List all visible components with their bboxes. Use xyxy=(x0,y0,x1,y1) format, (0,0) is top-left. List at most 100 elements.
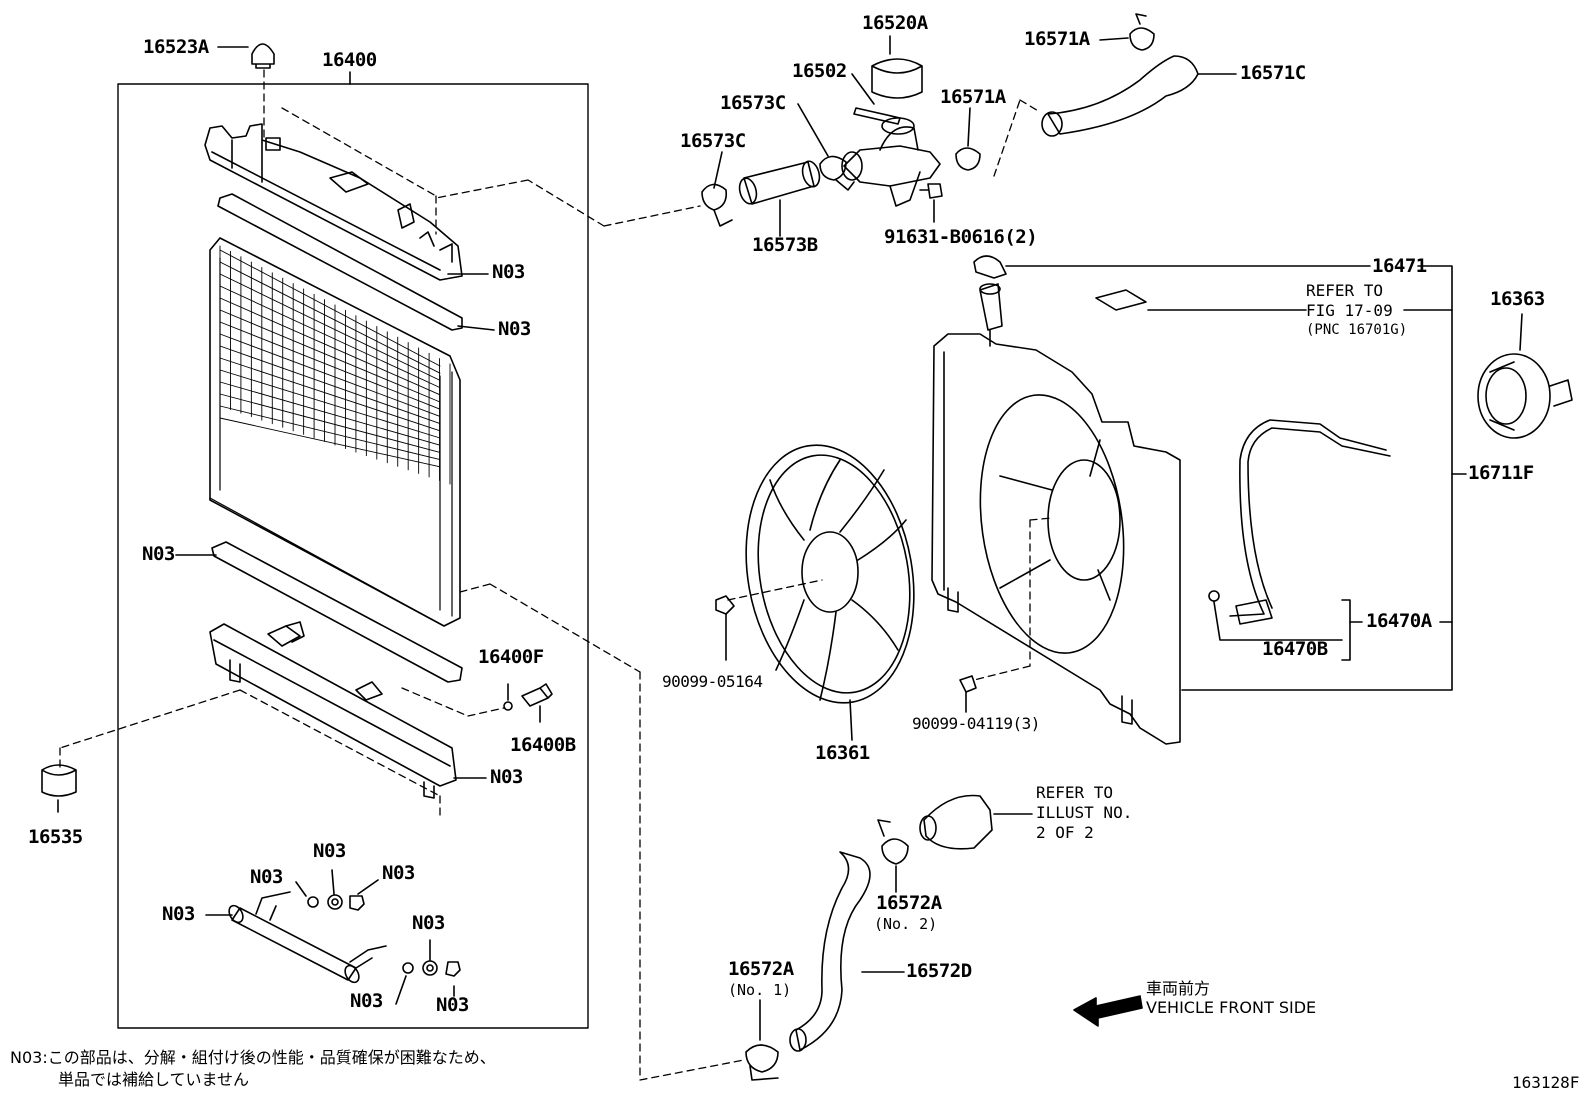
label-16361: 16361 xyxy=(815,742,870,764)
figure-id: 163128F xyxy=(1512,1073,1580,1092)
label-16502: 16502 xyxy=(792,60,847,82)
label-n03-pipe: N03 xyxy=(162,903,195,925)
label-16572A-no1: 16572A xyxy=(728,958,794,980)
fan-16361 xyxy=(745,444,915,704)
radiator-lower-tank xyxy=(209,621,457,799)
washer-3 xyxy=(402,962,414,974)
footnote-line2: 単品では補給していません xyxy=(58,1070,250,1089)
refer-fig-line3: (PNC 16701G) xyxy=(1306,322,1408,338)
label-n03-washer-top: N03 xyxy=(313,840,346,862)
label-16470A: 16470A xyxy=(1366,610,1432,632)
refer-illust-line2: ILLUST NO. xyxy=(1036,803,1133,822)
gasket-lower xyxy=(211,541,463,683)
label-16470B: 16470B xyxy=(1262,638,1328,660)
clamp-16572A-2 xyxy=(877,819,909,865)
label-n03-nut: N03 xyxy=(382,862,415,884)
bolt-91631 xyxy=(919,183,943,199)
fin-line xyxy=(219,405,441,461)
bracket-16711F xyxy=(1181,265,1453,691)
label-16711F: 16711F xyxy=(1468,462,1534,484)
label-n03-washer-bottom: N03 xyxy=(350,990,383,1012)
label-plate xyxy=(1095,289,1147,311)
label-n03-upper-tank: N03 xyxy=(492,261,525,283)
fin-line xyxy=(219,321,441,410)
label-16400B: 16400B xyxy=(510,734,576,756)
label-16363: 16363 xyxy=(1490,288,1545,310)
label-16471: 16471 xyxy=(1372,255,1427,277)
clamp-16573C-2 xyxy=(819,155,855,191)
cap-16523A xyxy=(251,43,275,69)
hose-16571C xyxy=(1047,55,1199,135)
label-n03-washer-left: N03 xyxy=(250,866,283,888)
fin-line xyxy=(219,381,441,446)
sublabel-no1: (No. 1) xyxy=(728,981,792,999)
washer-4 xyxy=(422,960,438,976)
footnote-line1: N03:この部品は、分解・組付け後の性能・品質確保が困難なため、 xyxy=(10,1048,496,1067)
sublabel-no2: (No. 2) xyxy=(874,915,938,933)
clamp-16572A-1 xyxy=(745,1044,779,1081)
label-16573C-left: 16573C xyxy=(680,130,746,152)
refer-illust-line1: REFER TO xyxy=(1036,783,1114,802)
washer-2 xyxy=(327,894,343,910)
fin-line xyxy=(219,357,441,432)
radiator-assembly-frame xyxy=(117,83,589,1029)
fin-line xyxy=(219,249,441,367)
fin-line xyxy=(219,393,441,453)
wire-harness-16470A xyxy=(1208,419,1391,641)
radiator-upper-tank xyxy=(204,123,463,281)
hose-16572D xyxy=(795,851,871,1051)
fin-line xyxy=(219,297,441,396)
label-16573C-top: 16573C xyxy=(720,92,786,114)
clamp-16573C-1 xyxy=(701,183,733,227)
gasket-upper xyxy=(217,193,463,331)
label-16572D: 16572D xyxy=(906,960,972,982)
screw-90099-04119 xyxy=(959,675,977,693)
label-16571A-middle: 16571A xyxy=(940,86,1006,108)
refer-fig-line1: REFER TO xyxy=(1306,281,1384,300)
washer-1 xyxy=(307,896,319,908)
radiator-core-fins xyxy=(219,245,451,485)
label-16400F: 16400F xyxy=(478,646,544,668)
label-n03-upper-gasket: N03 xyxy=(498,318,531,340)
fin-line xyxy=(219,261,441,374)
o-ring-16400F xyxy=(503,701,513,711)
fin-line xyxy=(219,285,441,389)
fan-shroud-16711F xyxy=(931,283,1181,745)
nut-2 xyxy=(445,961,461,977)
label-90099-04119: 90099-04119(3) xyxy=(912,714,1040,733)
fin-line xyxy=(219,369,441,439)
label-91631: 91631-B0616(2) xyxy=(884,226,1038,248)
radiator-cap-16520A xyxy=(871,58,923,99)
label-16400: 16400 xyxy=(322,49,377,71)
drain-cock-16400B xyxy=(521,683,553,707)
water-outlet xyxy=(919,794,993,850)
label-16571C: 16571C xyxy=(1240,62,1306,84)
filler-neck-16502 xyxy=(841,107,941,207)
washer-90099-05164 xyxy=(715,595,735,615)
label-16571A-top: 16571A xyxy=(1024,28,1090,50)
label-n03-washer-right: N03 xyxy=(412,912,445,934)
fan-motor-16363 xyxy=(1477,353,1573,439)
label-90099-05164: 90099-05164 xyxy=(662,672,763,691)
label-n03-lower-tank: N03 xyxy=(490,766,523,788)
refer-illust-line3: 2 OF 2 xyxy=(1036,823,1094,842)
fin-line xyxy=(219,273,441,381)
label-n03-nut-bottom: N03 xyxy=(436,994,469,1016)
fin-line xyxy=(219,345,441,425)
fin-line xyxy=(219,333,441,417)
direction-jp: 車両前方 xyxy=(1146,979,1211,998)
radiator-core xyxy=(209,237,461,627)
clip-16471 xyxy=(973,255,1007,279)
direction-en: VEHICLE FRONT SIDE xyxy=(1146,998,1317,1017)
oil-cooler-pipe xyxy=(228,891,387,984)
nut-1 xyxy=(349,895,365,911)
label-16572A-no2: 16572A xyxy=(876,892,942,914)
fin-line xyxy=(219,417,441,468)
fin-line xyxy=(219,309,441,403)
refer-fig-line2: FIG 17-09 xyxy=(1306,301,1393,320)
front-arrow-icon xyxy=(1073,995,1143,1027)
label-16523A: 16523A xyxy=(143,36,209,58)
clamp-16571A-2 xyxy=(1129,13,1155,51)
